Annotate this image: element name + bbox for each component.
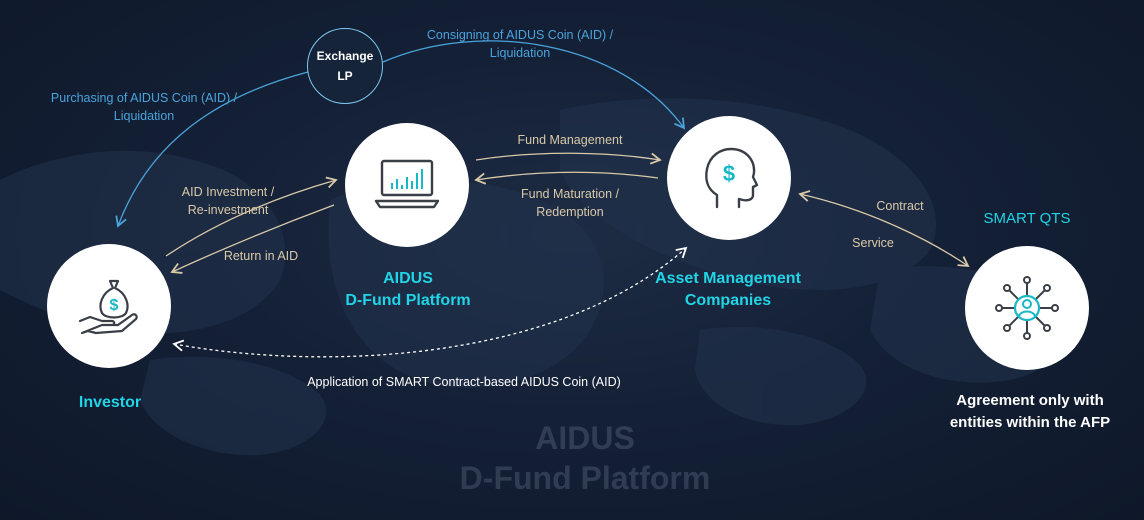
agreement-line2: entities within the AFP — [949, 414, 1111, 431]
fund-maturation-line1: Fund Maturation / — [521, 187, 619, 201]
svg-text:$: $ — [723, 161, 735, 186]
arrow-contract-service — [798, 190, 970, 268]
arrow-purchasing — [115, 71, 309, 228]
platform-title-line2: D-Fund Platform — [345, 292, 471, 309]
consigning-line1: Consigning of AIDUS Coin (AID) / — [426, 28, 614, 42]
agreement-line1: Agreement only with — [956, 392, 1104, 409]
fund-maturation-line2: Redemption — [536, 205, 604, 219]
exchange-label: Exchange — [316, 49, 374, 63]
watermark-line1: AIDUS — [535, 420, 635, 456]
smart-contract-label: Application of SMART Contract-based AIDU… — [307, 375, 621, 389]
platform-title-line1: AIDUS — [383, 270, 433, 287]
head-dollar-icon: $ — [705, 147, 759, 209]
platform-node — [345, 123, 469, 247]
amc-title-line1: Asset Management — [655, 270, 801, 287]
arrow-aid-investment — [165, 176, 338, 257]
fund-management-label: Fund Management — [517, 133, 623, 147]
smart-qts-node — [965, 246, 1089, 370]
purchasing-line1: Purchasing of AIDUS Coin (AID) / — [50, 91, 238, 105]
arrow-fund-maturation — [474, 171, 659, 185]
investor-title: Investor — [78, 394, 142, 411]
arrow-fund-management — [475, 152, 662, 165]
platform-title: AIDUS D-Fund Platform — [320, 268, 496, 312]
consigning-line2: Liquidation — [489, 46, 551, 60]
return-in-aid-label: Return in AID — [223, 249, 299, 263]
aid-investment-label: AID Investment / Re-investment — [160, 183, 296, 219]
service-label: Service — [852, 236, 894, 250]
fund-maturation-label: Fund Maturation / Redemption — [490, 185, 650, 221]
investor-node: $ — [47, 244, 171, 368]
agreement-text: Agreement only with entities within the … — [930, 390, 1130, 434]
arrow-consigning — [382, 40, 686, 130]
contract-label: Contract — [876, 199, 924, 213]
amc-title: Asset Management Companies — [630, 268, 826, 312]
exchange-lp-node: Exchange LP — [307, 28, 383, 104]
purchasing-label: Purchasing of AIDUS Coin (AID) / Liquida… — [30, 89, 258, 125]
network-user-icon — [995, 276, 1059, 340]
aid-investment-line2: Re-investment — [187, 203, 269, 217]
asset-management-node: $ — [667, 116, 791, 240]
watermark-title: AIDUS D-Fund Platform — [385, 418, 785, 498]
hand-moneybag-icon: $ — [78, 279, 138, 335]
amc-title-line2: Companies — [684, 292, 772, 309]
consigning-label: Consigning of AIDUS Coin (AID) / Liquida… — [400, 26, 640, 62]
svg-text:$: $ — [110, 297, 119, 314]
smart-qts-title: SMART QTS — [983, 210, 1071, 227]
aid-investment-line1: AID Investment / — [181, 185, 275, 199]
purchasing-line2: Liquidation — [113, 109, 175, 123]
watermark-line2: D-Fund Platform — [459, 460, 711, 496]
lp-label: LP — [337, 69, 353, 83]
laptop-chart-icon — [374, 159, 440, 209]
